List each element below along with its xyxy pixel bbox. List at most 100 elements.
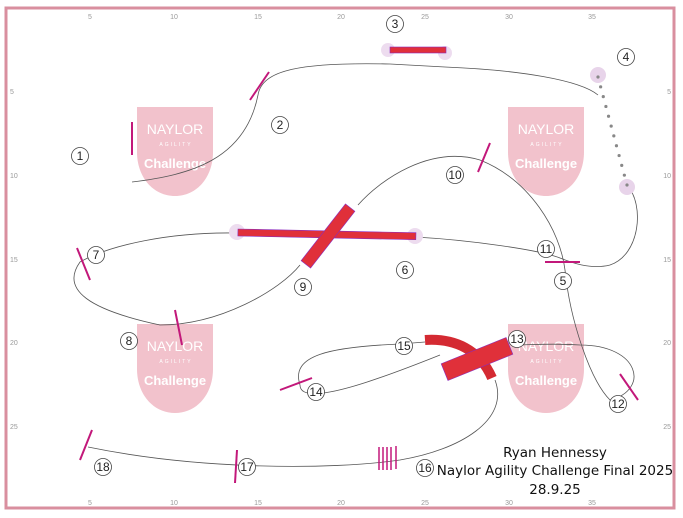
jump-10 (477, 142, 491, 173)
axis-tick-y: 15 (10, 257, 18, 264)
weave-entry (590, 67, 606, 83)
obstacle-number-label: 11 (540, 242, 553, 256)
logo-line1: NAYLOR (147, 338, 204, 354)
obstacle-number-5: 5 (554, 272, 572, 290)
weave-exit (619, 179, 635, 195)
logo-line2: AGILITY (159, 142, 192, 148)
obstacle-number-label: 15 (397, 339, 411, 353)
path-segment (298, 341, 441, 394)
axis-tick-y: 5 (10, 89, 14, 96)
weave-pole (625, 183, 629, 187)
jump-7 (76, 247, 91, 281)
weave-pole (617, 153, 621, 158)
axis-tick-y: 5 (667, 89, 671, 96)
obstacle-number-label: 16 (418, 461, 432, 475)
weave-pole (606, 114, 611, 118)
obstacle-number-label: 12 (611, 397, 625, 411)
jumps (76, 71, 639, 484)
path-segment (87, 379, 498, 467)
path-segment (414, 184, 638, 267)
obstacle-number-16: 16 (416, 459, 434, 477)
logo-line1: NAYLOR (147, 121, 204, 137)
axis-tick-y: 10 (10, 173, 18, 180)
obstacle-number-7: 7 (87, 246, 105, 264)
axis-tick-x: 15 (254, 500, 262, 507)
logo-line1: NAYLOR (518, 338, 575, 354)
obstacle-number-label: 6 (402, 263, 409, 277)
obstacle-number-13: 13 (508, 330, 526, 348)
axis-tick-y: 20 (663, 340, 671, 347)
obstacle-number-label: 5 (560, 274, 567, 288)
obstacle-number-label: 14 (309, 385, 323, 399)
obstacle-number-15: 15 (395, 337, 413, 355)
jump-17 (234, 449, 238, 484)
axis-tick-x: 20 (337, 14, 345, 21)
path-segment (73, 232, 301, 326)
event-name: Naylor Agility Challenge Final 2025 (437, 463, 673, 479)
obstacle-number-12: 12 (609, 395, 627, 413)
axis-tick-y: 20 (10, 340, 18, 347)
obstacle-number-label: 13 (510, 332, 524, 346)
axis-tick-y: 10 (663, 173, 671, 180)
obstacle-number-2: 2 (271, 116, 289, 134)
sponsor-logos: NAYLORAGILITYChallengeNAYLORAGILITYChall… (137, 107, 584, 413)
dog-path (73, 63, 638, 467)
obstacle-number-11: 11 (537, 240, 555, 258)
obstacle-number-17: 17 (238, 458, 256, 476)
axis-tick-x: 5 (88, 500, 92, 507)
axis-tick-x: 10 (170, 14, 178, 21)
weave-pole (599, 85, 603, 89)
obstacle-number-3: 3 (386, 15, 404, 33)
long-jump-16 (378, 446, 397, 470)
logo-line3: Challenge (144, 156, 206, 171)
event-date: 28.9.25 (529, 482, 581, 498)
contact-13 (440, 337, 514, 381)
obstacle-number-label: 8 (126, 334, 133, 348)
weave-pole (622, 173, 626, 177)
weave-pole (604, 104, 608, 109)
axis-tick-y: 25 (10, 424, 18, 431)
logo-line2: AGILITY (530, 359, 563, 365)
jump-18 (79, 429, 93, 461)
obstacle-number-label: 4 (623, 50, 630, 64)
obstacle-number-4: 4 (617, 48, 635, 66)
logo-line2: AGILITY (159, 359, 192, 365)
weave-pole (620, 163, 624, 167)
obstacle-number-label: 1 (77, 149, 84, 163)
course-caption: Ryan Hennessy Naylor Agility Challenge F… (437, 445, 673, 498)
axis-tick-x: 10 (170, 500, 178, 507)
jump-14 (279, 377, 313, 391)
obstacle-number-18: 18 (94, 458, 112, 476)
obstacle-number-label: 9 (300, 280, 307, 294)
jump-2 (249, 71, 270, 101)
obstacle-number-8: 8 (120, 332, 138, 350)
obstacle-number-label: 18 (96, 460, 110, 474)
obstacle-number-6: 6 (396, 261, 414, 279)
a-frame-9 (300, 203, 356, 269)
axis-tick-x: 5 (88, 14, 92, 21)
obstacle-number-1: 1 (71, 147, 89, 165)
axis-tick-x: 20 (337, 500, 345, 507)
obstacle-number-14: 14 (307, 383, 325, 401)
course-frame (4, 6, 676, 510)
obstacle-number-9: 9 (294, 278, 312, 296)
axis-tick-x: 30 (505, 14, 513, 21)
logo-line2: AGILITY (530, 142, 563, 148)
obstacle-number-label: 2 (277, 118, 284, 132)
weave-poles-4 (590, 67, 635, 195)
weave-pole (614, 144, 619, 148)
obstacle-number-label: 10 (448, 168, 462, 182)
tunnel-15 (424, 334, 497, 381)
judge-name: Ryan Hennessy (503, 445, 607, 461)
axis-tick-y: 15 (663, 257, 671, 264)
axis-tick-y: 25 (663, 424, 671, 431)
logo-line3: Challenge (144, 373, 206, 388)
jump-8 (174, 309, 183, 346)
weave-pole (612, 134, 616, 138)
weave-pole (596, 75, 600, 79)
